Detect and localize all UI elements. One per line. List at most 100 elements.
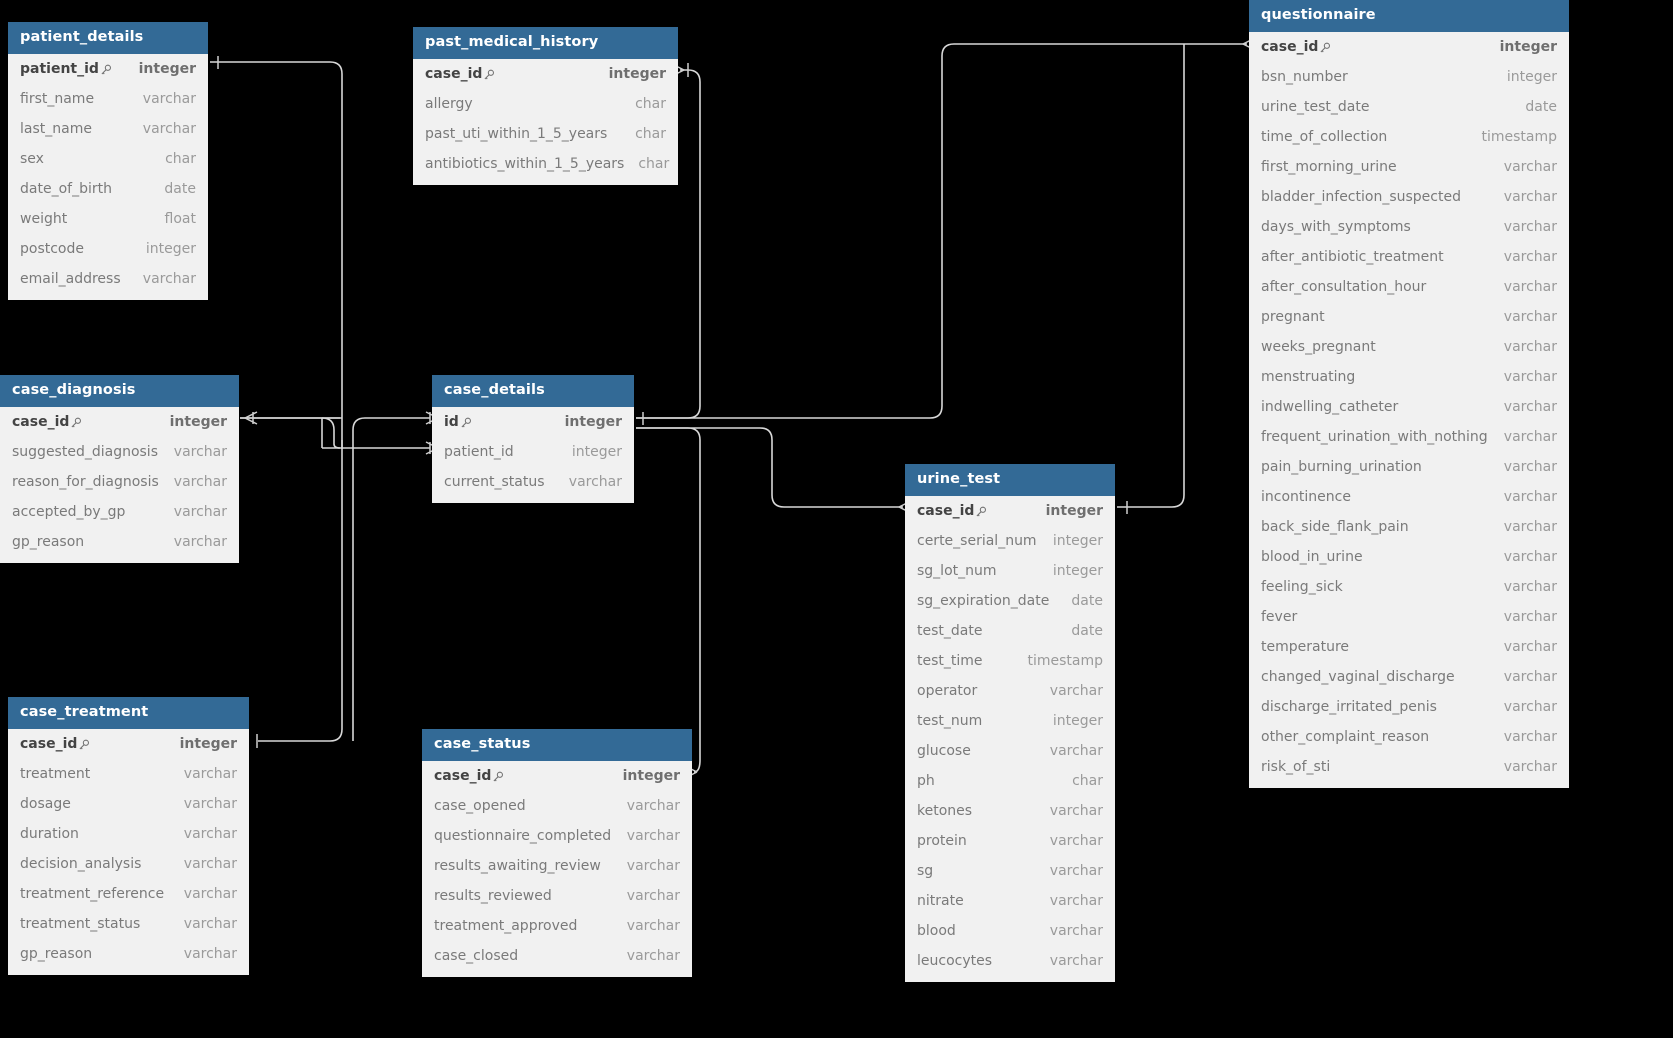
column-name: decision_analysis: [20, 855, 142, 872]
column-type: varchar: [183, 855, 237, 872]
column-type: varchar: [626, 857, 680, 874]
column-type: varchar: [1049, 742, 1103, 759]
column-row[interactable]: nitrate varchar: [905, 886, 1115, 916]
column-name: nitrate: [917, 892, 964, 909]
column-type: varchar: [1049, 892, 1103, 909]
key-icon: [483, 69, 495, 81]
column-type: varchar: [1503, 398, 1557, 415]
column-row[interactable]: decision_analysis varchar: [8, 849, 249, 879]
column-name: incontinence: [1261, 488, 1351, 505]
column-type: integer: [138, 60, 196, 77]
column-name: sex: [20, 150, 44, 167]
column-name: case_id: [425, 66, 495, 82]
edge-case-to-case-diagnosis: [352, 417, 430, 741]
column-name: duration: [20, 825, 79, 842]
column-name: gp_reason: [12, 533, 85, 550]
